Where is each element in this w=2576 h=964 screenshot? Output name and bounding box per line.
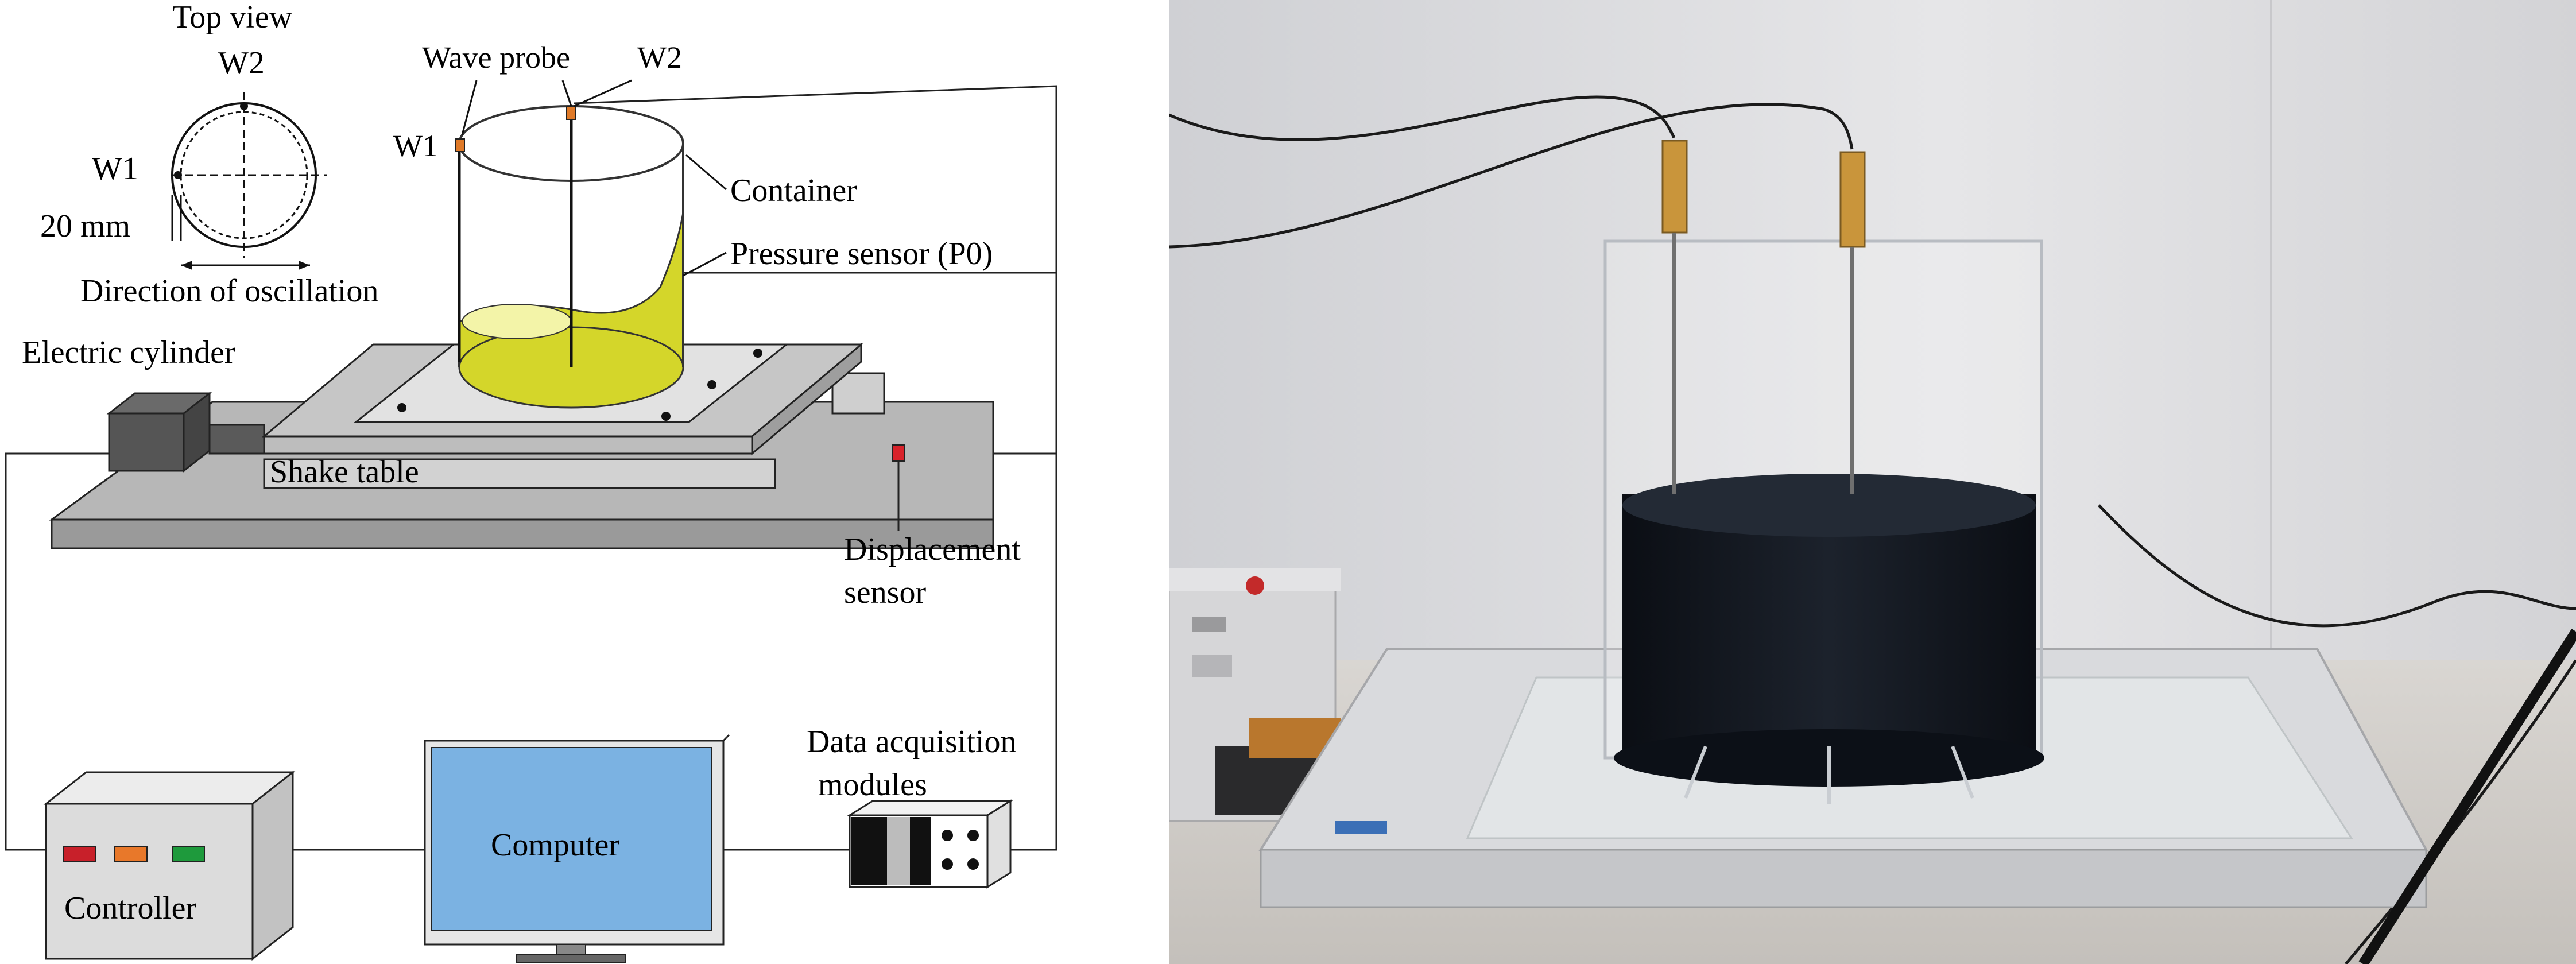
controller-button-orange (114, 846, 148, 862)
photo-container (1603, 239, 2044, 804)
displacement-sensor (892, 444, 905, 462)
electric-cylinder-label: Electric cylinder (22, 335, 235, 370)
pressure-sensor-label: Pressure sensor (P0) (730, 236, 993, 272)
top-view-w2-point (240, 102, 248, 110)
top-view: Top view W2 W1 20 mm Direction of oscill… (40, 0, 378, 309)
data-acquisition-modules (846, 799, 1014, 889)
photo-wave-probe-w1 (1661, 140, 1688, 234)
photo-wave-probe-w2 (1839, 151, 1866, 248)
shake-table-label: Shake table (270, 454, 419, 490)
experimental-setup-diagram: Top view W2 W1 20 mm Direction of oscill… (5, 0, 1057, 963)
computer-label: Computer (491, 827, 619, 863)
container-label: Container (730, 173, 857, 208)
wave-probe-label: Wave probe (422, 40, 570, 75)
daq-label-2: modules (818, 767, 927, 803)
top-view-w2-label: W2 (218, 45, 265, 81)
wave-probe-w2-label: W2 (637, 40, 682, 75)
controller-button-red (63, 846, 96, 862)
controller-label: Controller (64, 891, 197, 926)
controller: Controller (43, 770, 296, 961)
shake-table (261, 342, 885, 489)
wave-probe-w1-label: W1 (393, 129, 438, 163)
computer: Computer (424, 734, 730, 963)
displacement-sensor-label-1: Displacement (844, 532, 1021, 567)
liquid-surface-light (462, 304, 572, 339)
top-view-w1-point (174, 171, 182, 179)
photo-liquid (1622, 494, 2036, 758)
electric-cylinder (106, 391, 265, 473)
top-view-title: Top view (172, 0, 293, 35)
wave-probe-w2 (566, 106, 576, 120)
controller-button-green (172, 846, 205, 862)
computer-screen (431, 747, 712, 931)
wave-probes (455, 79, 632, 367)
displacement-sensor-label-2: sensor (844, 575, 926, 610)
experiment-photo (1169, 0, 2576, 964)
top-view-w1-label: W1 (92, 151, 138, 187)
top-view-gap-label: 20 mm (40, 208, 130, 244)
daq-label-1: Data acquisition (807, 724, 1016, 760)
wave-probe-w1 (455, 138, 465, 152)
direction-label: Direction of oscillation (80, 273, 378, 309)
photo-wave-probes (1661, 140, 1866, 494)
